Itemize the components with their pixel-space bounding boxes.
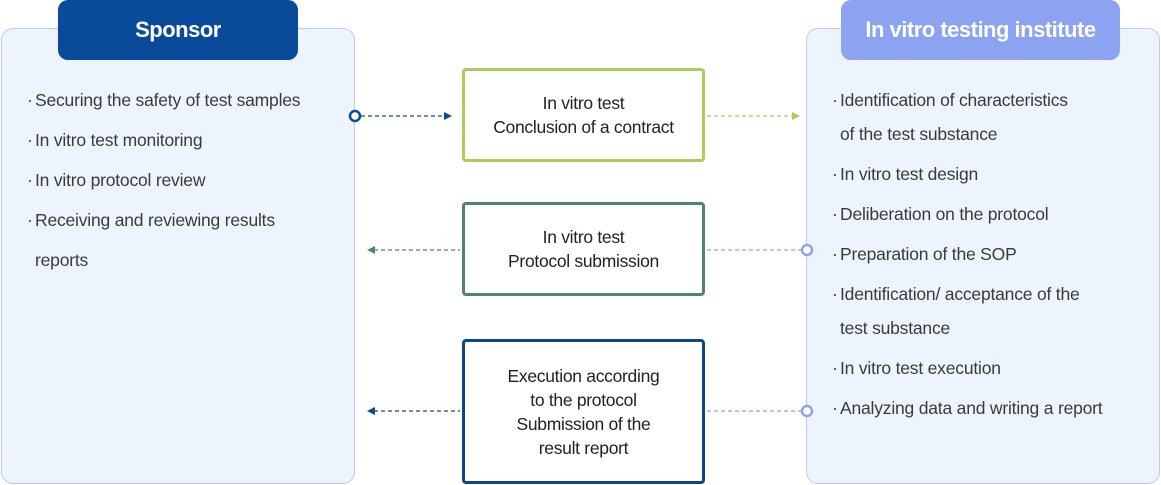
protocol-step-box: In vitro test Protocol submission bbox=[462, 202, 705, 296]
contract-step-box: In vitro test Conclusion of a contract bbox=[462, 68, 705, 162]
sponsor-header: Sponsor bbox=[58, 0, 298, 60]
institute-item: ·Preparation of the SOP bbox=[832, 244, 1017, 264]
sponsor-title: Sponsor bbox=[135, 17, 221, 42]
arrow-right-icon bbox=[444, 112, 452, 120]
sponsor-item: ·In vitro protocol review bbox=[27, 170, 206, 190]
sponsor-item-continuation: reports bbox=[35, 250, 89, 270]
sponsor-item: ·Securing the safety of test samples bbox=[27, 90, 301, 110]
sponsor-item: ·In vitro test monitoring bbox=[27, 130, 203, 150]
execution-step-box: Execution according to the protocol Subm… bbox=[462, 339, 705, 484]
sponsor-item: ·Receiving and reviewing results bbox=[27, 210, 275, 230]
connector-node bbox=[800, 404, 814, 418]
arrow-left-icon bbox=[367, 407, 375, 415]
institute-item: ·Identification of characteristics bbox=[832, 90, 1068, 110]
institute-title: In vitro testing institute bbox=[865, 17, 1096, 42]
institute-item: ·In vitro test execution bbox=[832, 358, 1001, 378]
connector-node bbox=[348, 109, 362, 123]
institute-item: ·In vitro test design bbox=[832, 164, 979, 184]
connector-node bbox=[800, 243, 814, 257]
institute-item: ·Analyzing data and writing a report bbox=[832, 398, 1103, 418]
institute-item: ·Identification/ acceptance of the bbox=[832, 284, 1080, 304]
sponsor-panel bbox=[1, 28, 355, 484]
arrow-left-icon bbox=[367, 246, 375, 254]
institute-item: ·Deliberation on the protocol bbox=[832, 204, 1049, 224]
institute-item-continuation: test substance bbox=[840, 318, 951, 338]
institute-panel bbox=[806, 28, 1160, 484]
institute-item-continuation: of the test substance bbox=[840, 124, 998, 144]
institute-header: In vitro testing institute bbox=[841, 0, 1120, 60]
arrow-right-icon bbox=[792, 112, 800, 120]
